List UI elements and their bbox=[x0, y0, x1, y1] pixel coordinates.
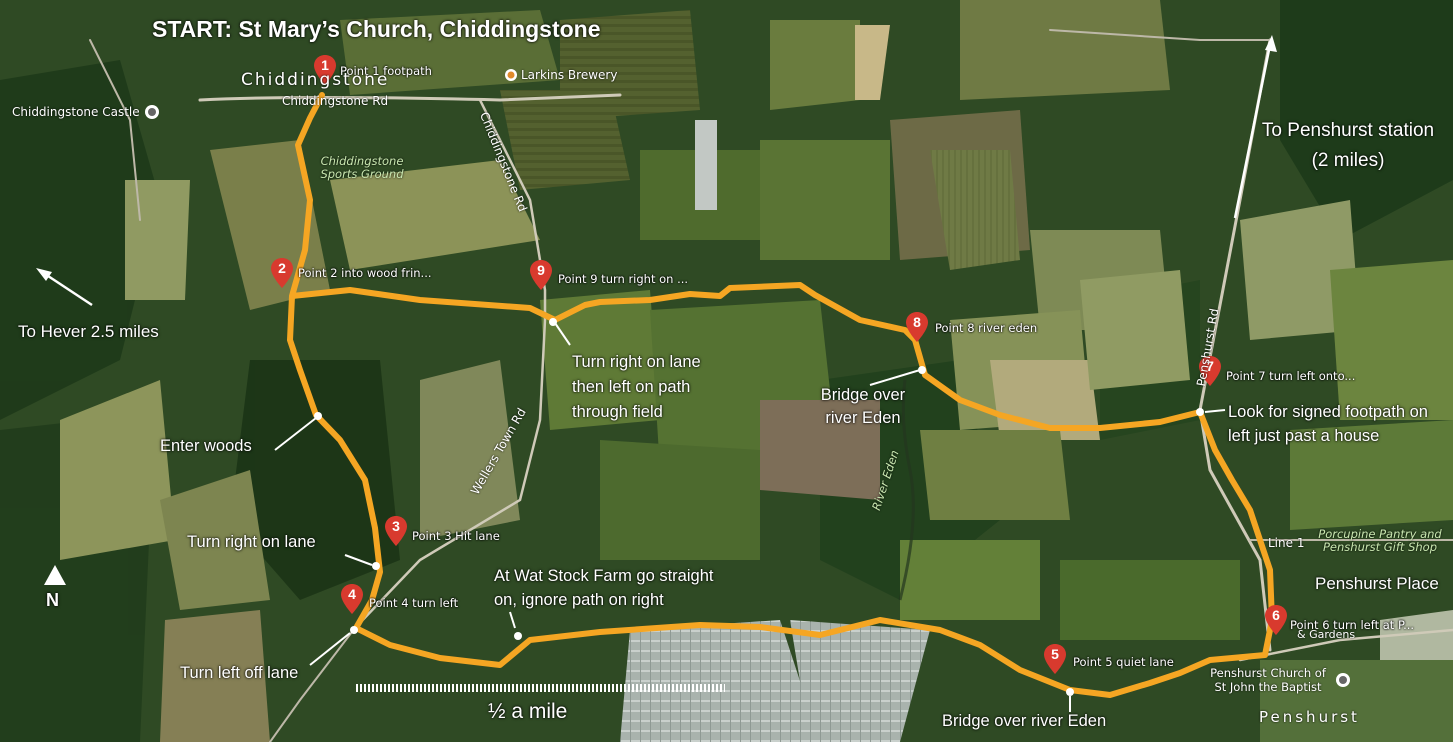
place-penshurst-church: Penshurst Church of St John the Baptist bbox=[1210, 666, 1326, 694]
pin-number: 8 bbox=[913, 314, 921, 330]
route-pin-6[interactable]: 6 bbox=[1265, 605, 1287, 635]
map-pin-icon bbox=[271, 258, 293, 288]
road-line-1: Line 1 bbox=[1268, 536, 1305, 550]
pin-number: 9 bbox=[537, 262, 545, 278]
pin-label-2: Point 2 into wood frin... bbox=[298, 266, 432, 280]
scale-label: ½ a mile bbox=[488, 700, 568, 723]
pin-number: 1 bbox=[321, 57, 329, 73]
map-pin-icon bbox=[1199, 356, 1221, 386]
place-sports-ground: Chiddingstone Sports Ground bbox=[320, 154, 404, 181]
pin-number: 3 bbox=[392, 518, 400, 534]
roads bbox=[89, 29, 1453, 742]
annotation-arrows bbox=[36, 35, 1277, 307]
pin-number: 6 bbox=[1272, 607, 1280, 623]
map-pin-icon bbox=[1265, 605, 1287, 635]
pin-label-7: Point 7 turn left onto... bbox=[1226, 369, 1356, 383]
route-pin-4[interactable]: 4 bbox=[341, 584, 363, 614]
pin-number: 7 bbox=[1206, 358, 1214, 374]
river-eden bbox=[898, 379, 915, 601]
place-chiddingstone: Chiddingstone bbox=[241, 70, 390, 90]
pin-label-4: Point 4 turn left bbox=[369, 596, 459, 610]
annotation-turn-right-lane-path: Turn right on lane then left on path thr… bbox=[572, 353, 701, 421]
place-penshurst-place-gardens: & Gardens bbox=[1297, 628, 1356, 641]
leader-lines bbox=[274, 318, 1226, 712]
place-penshurst-place: Penshurst Place bbox=[1315, 574, 1439, 593]
route-pin-5[interactable]: 5 bbox=[1044, 644, 1066, 674]
greenhouses bbox=[620, 120, 930, 742]
place-chiddingstone-castle: Chiddingstone Castle bbox=[12, 105, 140, 119]
road-chiddingstone-rd-h: Chiddingstone Rd bbox=[282, 94, 389, 108]
route-pin-3[interactable]: 3 bbox=[385, 516, 407, 546]
annotation-to-hever: To Hever 2.5 miles bbox=[18, 322, 159, 341]
annotation-turn-right-on-lane: Turn right on lane bbox=[187, 533, 316, 551]
pin-label-6: Point 6 turn left at P... bbox=[1290, 618, 1415, 632]
annotation-look-footpath: Look for signed footpath on left just pa… bbox=[1228, 403, 1428, 445]
annotation-to-penshurst-station: To Penshurst station (2 miles) bbox=[1261, 120, 1435, 171]
route-pin-7[interactable]: 7 bbox=[1199, 356, 1221, 386]
route-pin-9[interactable]: 9 bbox=[530, 260, 552, 290]
pin-label-1: Point 1 footpath bbox=[340, 64, 432, 78]
annotation-wat-stock-farm: At Wat Stock Farm go straight on, ignore… bbox=[494, 567, 714, 609]
route-pin-8[interactable]: 8 bbox=[906, 312, 928, 342]
north-arrow bbox=[44, 565, 66, 585]
pin-label-5: Point 5 quiet lane bbox=[1073, 655, 1174, 669]
pin-label-9: Point 9 turn right on ... bbox=[558, 272, 689, 286]
place-porcupine-pantry: Porcupine Pantry and Penshurst Gift Shop bbox=[1318, 527, 1442, 554]
map-pin-icon bbox=[341, 584, 363, 614]
annotation-enter-woods: Enter woods bbox=[160, 437, 252, 455]
route-pin-1[interactable]: 1 bbox=[314, 55, 336, 85]
pin-number: 4 bbox=[348, 586, 356, 602]
map-pin-icon bbox=[530, 260, 552, 290]
map-pin-icon bbox=[385, 516, 407, 546]
place-penshurst: Penshurst bbox=[1259, 708, 1360, 726]
pin-number: 2 bbox=[278, 260, 286, 276]
north-label: N bbox=[46, 590, 59, 610]
fields bbox=[60, 0, 1453, 742]
place-larkins-brewery: Larkins Brewery bbox=[521, 68, 618, 82]
map-title: START: St Mary’s Church, Chiddingstone bbox=[152, 16, 601, 42]
map-pin-icon bbox=[1044, 644, 1066, 674]
annotation-bridge-eden-south: Bridge over river Eden bbox=[942, 712, 1107, 730]
route-pin-2[interactable]: 2 bbox=[271, 258, 293, 288]
walking-route bbox=[287, 92, 1275, 698]
map-pin-icon bbox=[314, 55, 336, 85]
annotation-turn-left-off-lane: Turn left off lane bbox=[180, 664, 299, 682]
pin-label-3: Point 3 Hit lane bbox=[412, 529, 500, 543]
map-pin-icon bbox=[906, 312, 928, 342]
pin-label-8: Point 8 river eden bbox=[935, 321, 1038, 335]
pin-number: 5 bbox=[1051, 646, 1059, 662]
annotation-bridge-eden-north: Bridge over river Eden bbox=[820, 386, 906, 427]
